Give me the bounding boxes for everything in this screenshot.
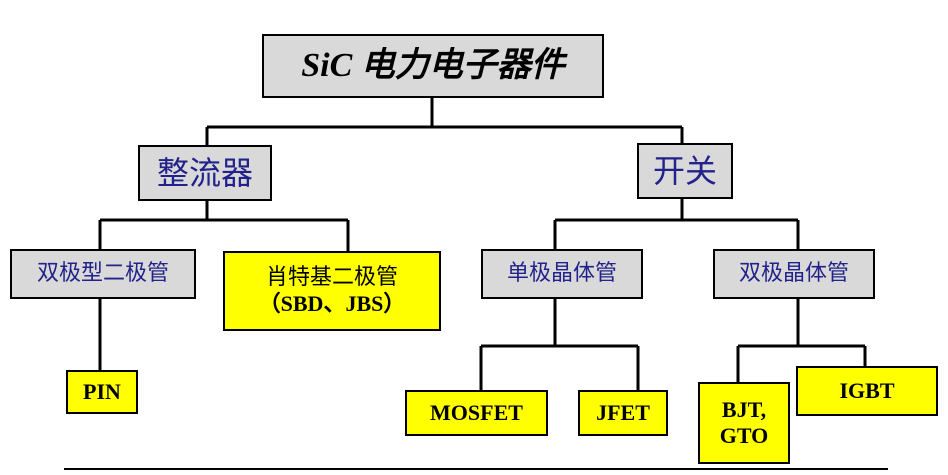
node-bipolar-transistor-label: 双极晶体管 — [738, 260, 849, 286]
node-unipolar-transistor-label: 单极晶体管 — [506, 260, 617, 286]
node-bjt-gto: BJT, GTO — [698, 382, 790, 464]
node-rectifier-label: 整流器 — [156, 153, 253, 192]
node-rectifier: 整流器 — [138, 145, 272, 201]
node-pin: PIN — [66, 370, 138, 414]
node-schottky-diode: 肖特基二极管 （SBD、JBS） — [223, 251, 441, 331]
node-igbt: IGBT — [796, 366, 938, 416]
bottom-divider — [64, 468, 888, 470]
node-bipolar-diode-label: 双极型二极管 — [36, 260, 169, 286]
node-bipolar-transistor: 双极晶体管 — [713, 249, 875, 299]
root-node-sic-power-devices: SiC 电力电子器件 — [262, 34, 604, 98]
node-gto-label: GTO — [719, 423, 769, 448]
node-switch-label: 开关 — [652, 151, 717, 190]
node-igbt-label: IGBT — [839, 377, 895, 403]
root-node-label: SiC 电力电子器件 — [301, 46, 565, 84]
node-schottky-label-line2: （SBD、JBS） — [258, 291, 406, 316]
node-mosfet: MOSFET — [405, 390, 548, 436]
node-bjt-label: BJT, — [721, 396, 767, 422]
node-switch: 开关 — [637, 143, 733, 199]
node-unipolar-transistor: 单极晶体管 — [481, 249, 643, 299]
node-jfet: JFET — [578, 390, 668, 436]
node-schottky-label-line1: 肖特基二极管 — [265, 264, 398, 290]
node-mosfet-label: MOSFET — [430, 399, 523, 425]
node-jfet-label: JFET — [596, 399, 650, 425]
node-bipolar-diode: 双极型二极管 — [10, 249, 196, 299]
node-pin-label: PIN — [83, 378, 121, 404]
